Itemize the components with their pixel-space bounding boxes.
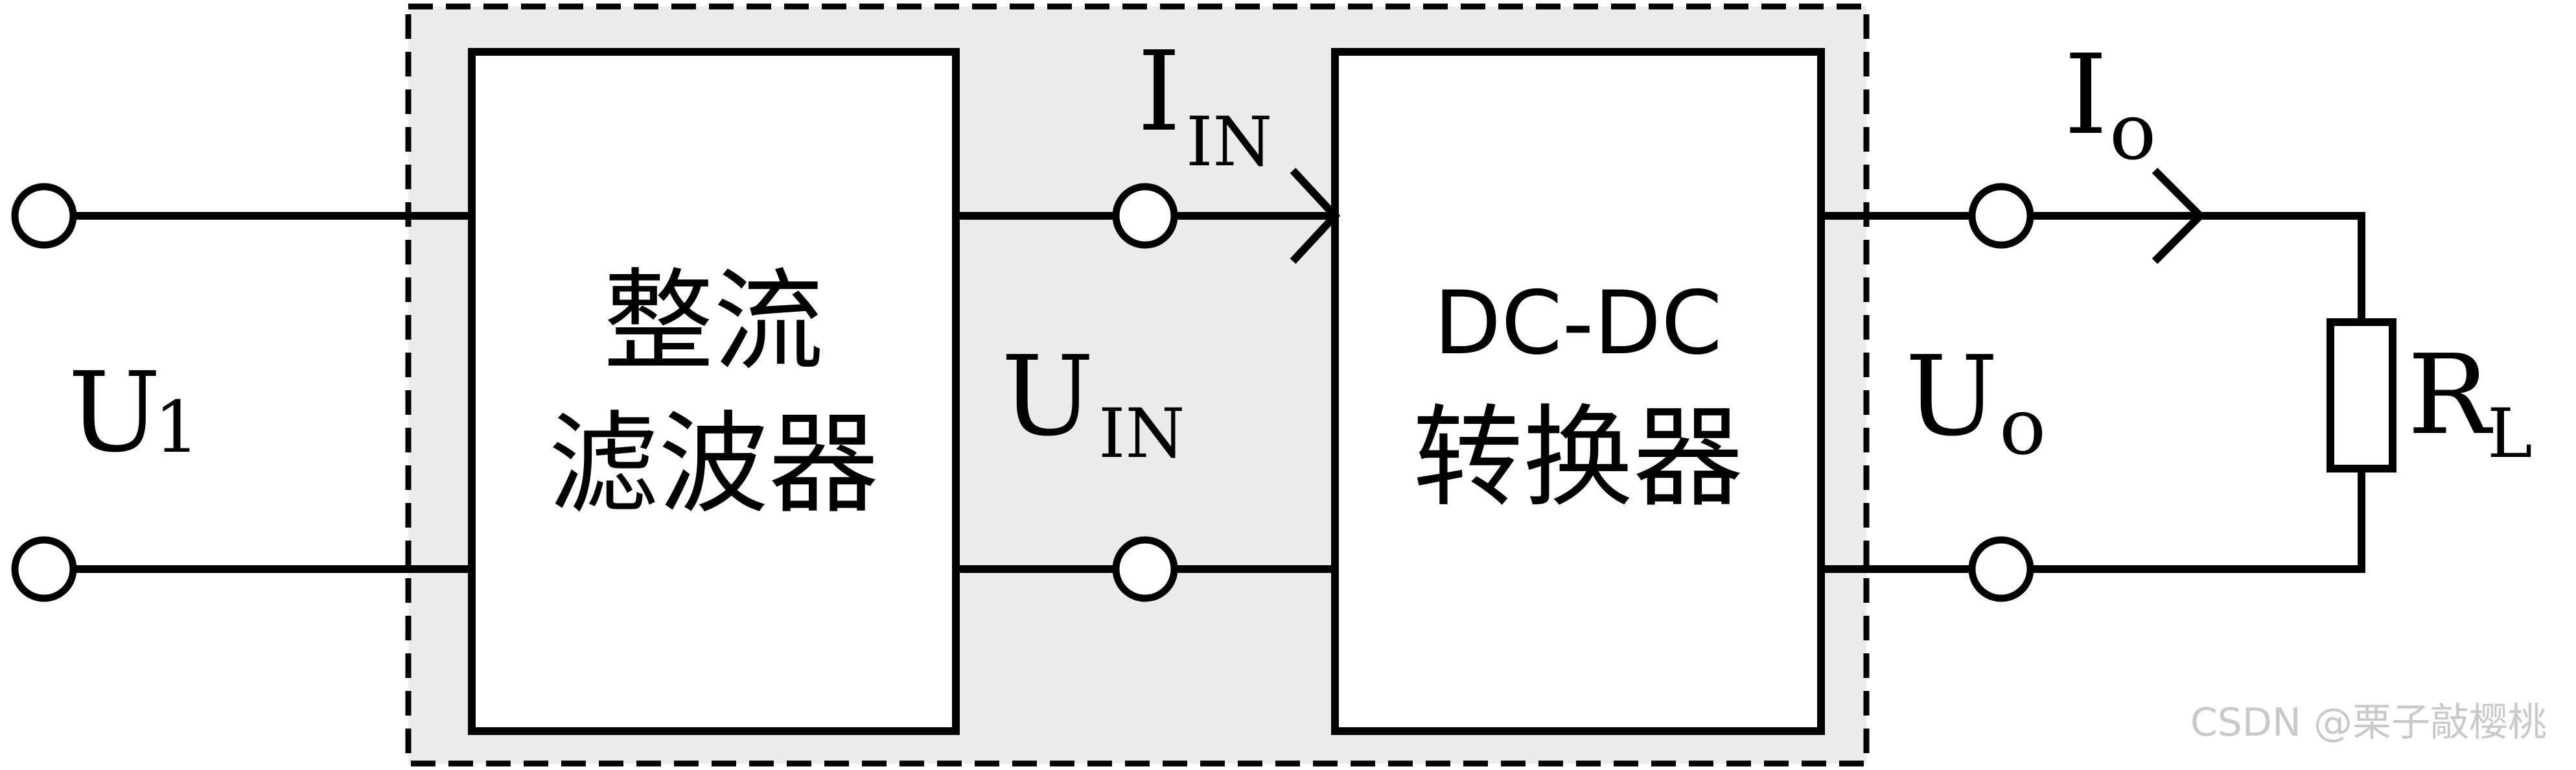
rectifier-label-line2: 滤波器 [548, 401, 879, 529]
i-o-arrow-icon [2152, 167, 2206, 264]
mid-terminal-bottom [1112, 536, 1178, 602]
output-terminal-bottom [1968, 536, 2034, 602]
converter-label-line2: 转换器 [1413, 394, 1743, 522]
output-terminal-top [1968, 183, 2034, 249]
i-in-arrow-icon [1290, 167, 1341, 264]
load-resistor [2327, 318, 2396, 472]
input-terminal-top [11, 183, 77, 249]
dc-dc-converter-block [1331, 48, 1825, 735]
input-voltage-subscript: 1 [154, 386, 200, 469]
output-current-label: I [2064, 31, 2107, 159]
input-voltage-label: U [68, 349, 161, 477]
input-terminal-bottom [11, 536, 77, 602]
rectifier-filter-block [468, 48, 960, 735]
load-resistor-label: R [2408, 331, 2494, 460]
dc-link-voltage-label: U [1001, 332, 1094, 461]
output-voltage-subscript: o [1999, 382, 2046, 472]
converter-label-line1: DC-DC [1433, 272, 1722, 374]
output-current-subscript: o [2109, 88, 2156, 178]
rectifier-label-line1: 整流 [603, 258, 824, 386]
watermark: CSDN @栗子敲樱桃 [2190, 700, 2547, 745]
mid-terminal-top [1112, 183, 1178, 249]
load-resistor-subscript: L [2487, 394, 2533, 473]
output-voltage-label: U [1905, 332, 1998, 461]
input-current-subscript: IN [1186, 102, 1272, 181]
dc-link-voltage-subscript: IN [1098, 394, 1185, 473]
input-current-label: I [1137, 28, 1181, 156]
